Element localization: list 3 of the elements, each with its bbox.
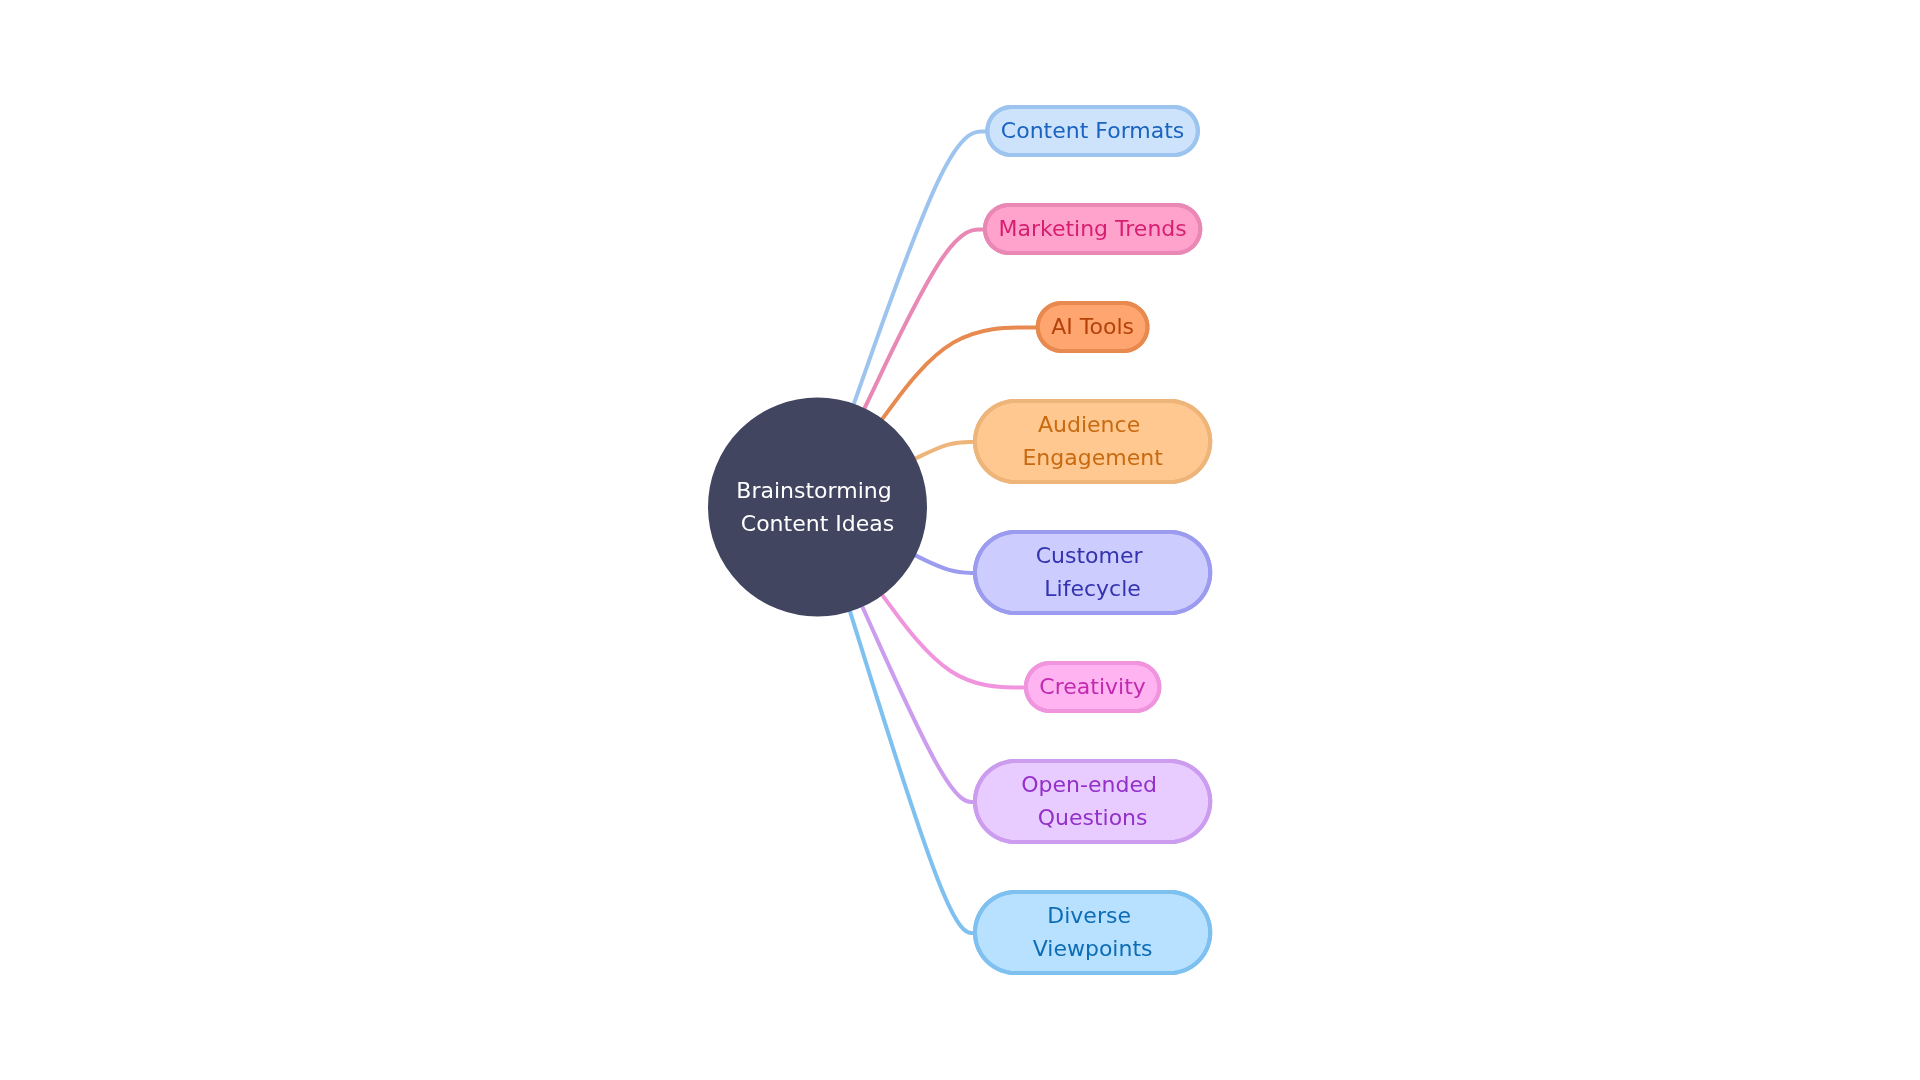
connector [879, 592, 1027, 690]
connector [879, 325, 1039, 422]
node-circle: Brainstorming Content Ideas [707, 397, 927, 617]
